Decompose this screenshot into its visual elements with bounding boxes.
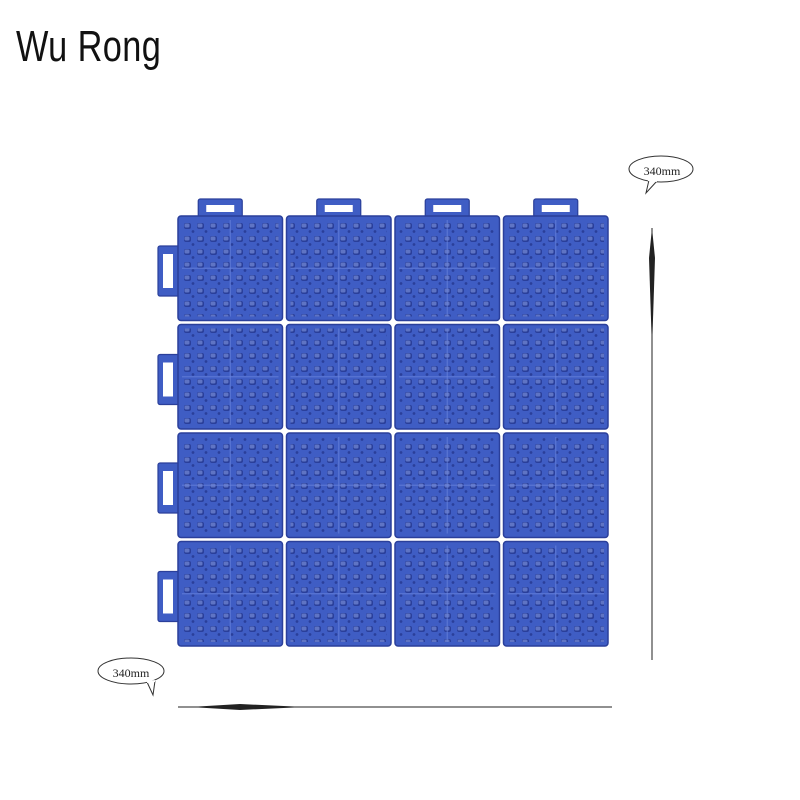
- connector-slot: [163, 362, 173, 397]
- connector-slot: [541, 205, 570, 212]
- connector-slot: [163, 254, 173, 288]
- interlocking-tile: [157, 198, 609, 647]
- connector-slot: [163, 579, 173, 614]
- speech-bubble-icon: [97, 657, 165, 697]
- height-dimension-arrow: [649, 228, 655, 660]
- speech-bubble-icon: [628, 155, 694, 195]
- connector-slot: [433, 205, 462, 212]
- height-label-text: 340mm: [643, 164, 681, 178]
- connector-slot: [324, 205, 353, 212]
- brand-name: Wu Rong: [16, 22, 162, 71]
- width-dimension-arrow: [178, 704, 612, 710]
- height-dimension-label: 340mm: [627, 153, 697, 199]
- connector-slot: [206, 205, 235, 212]
- width-label-text: 340mm: [112, 665, 150, 680]
- width-dimension-label: 340mm: [95, 655, 167, 699]
- connector-slot: [163, 471, 173, 505]
